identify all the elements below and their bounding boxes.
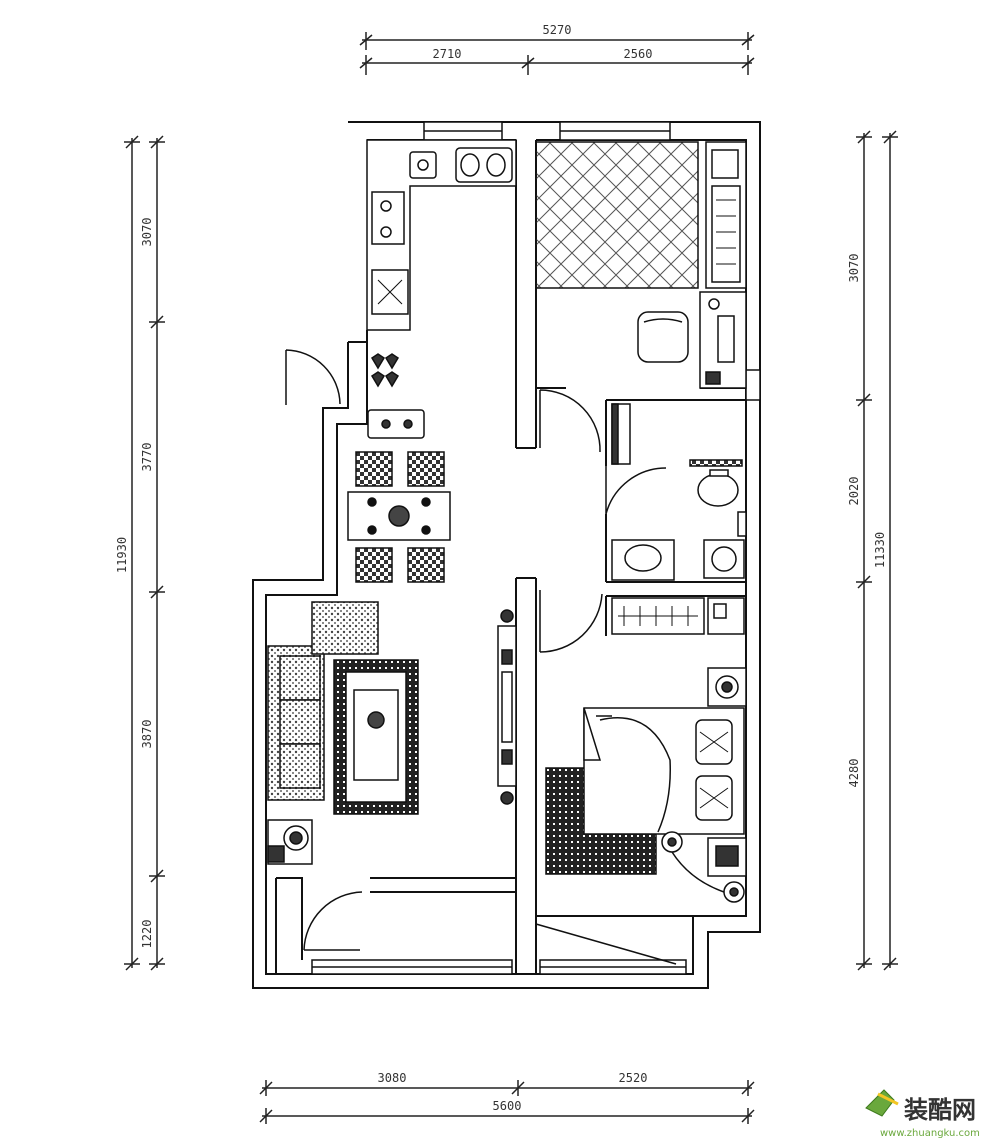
watermark-cn: 装酷网 [904,1096,976,1124]
dim-top-left: 2710 [433,47,462,61]
dim-left-seg3: 3870 [140,720,154,749]
dim-bottom-left: 3080 [378,1071,407,1085]
dim-right-seg3: 4280 [847,759,861,788]
dim-bottom-total: 5600 [493,1099,522,1113]
entry-furniture [367,353,425,439]
study-room [535,141,747,389]
master-bedroom [545,667,747,903]
dimension-right [856,130,898,971]
dim-right-seg2: 2020 [847,477,861,506]
living-room [267,601,517,865]
dim-right-seg1: 3070 [847,254,861,283]
dimension-left [124,135,165,971]
watermark-logo: 装酷网 www.zhuangku.com [865,1089,980,1139]
watermark-url: www.zhuangku.com [880,1128,980,1139]
windows [311,121,761,975]
doors [285,349,677,965]
dim-bottom-right: 2520 [619,1071,648,1085]
bathroom [611,403,747,635]
dimension-top [359,32,755,75]
kitchen [366,139,517,331]
dim-left-seg1: 3070 [140,218,154,247]
dim-right-total: 11330 [873,532,887,568]
dim-top-right: 2560 [624,47,653,61]
dim-left-total: 11930 [115,537,129,573]
dim-top-total: 5270 [543,23,572,37]
dining-table [347,451,451,583]
dimension-bottom [259,1080,755,1124]
dim-left-seg4: 1220 [140,920,154,949]
dim-left-seg2: 3770 [140,443,154,472]
